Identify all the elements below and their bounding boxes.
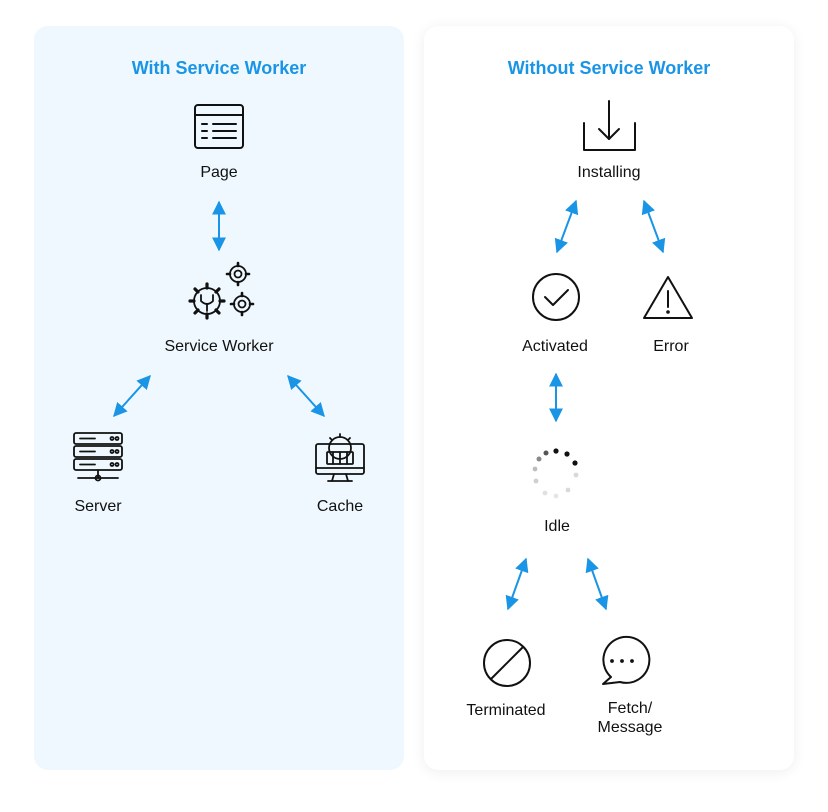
- arrow-service-worker-cache: [287, 374, 325, 418]
- arrow-installing-activated: [554, 199, 579, 254]
- arrow-idle-fetch: [585, 557, 609, 611]
- node-activated-label: Activated: [522, 338, 588, 355]
- left-panel-title: With Service Worker: [131, 58, 307, 78]
- arrow-idle-terminated: [505, 557, 529, 611]
- chat-bubble-icon: [602, 635, 651, 685]
- node-fetch-label-line1: Fetch/: [607, 700, 653, 717]
- server-icon: [73, 432, 123, 482]
- prohibited-icon: [483, 639, 531, 687]
- node-terminated-label: Terminated: [466, 702, 546, 719]
- node-idle-label: Idle: [544, 518, 570, 535]
- node-cache-label: Cache: [316, 498, 364, 515]
- gears-icon: [188, 261, 255, 320]
- spinner-icon: [532, 448, 579, 499]
- node-installing-label: Installing: [577, 164, 641, 181]
- check-circle-icon: [532, 273, 580, 321]
- left-panel: [34, 26, 404, 770]
- node-fetch-label-line2: Message: [597, 719, 663, 736]
- node-page-label: Page: [200, 164, 238, 181]
- download-icon: [583, 100, 636, 151]
- warning-icon: [643, 276, 693, 319]
- arrow-installing-error: [641, 199, 666, 254]
- node-error-label: Error: [653, 338, 689, 355]
- node-server-label: Server: [74, 498, 122, 515]
- page-icon: [194, 104, 244, 149]
- cache-icon: [315, 433, 365, 482]
- right-panel-title: Without Service Worker: [507, 58, 711, 78]
- arrow-service-worker-server: [113, 374, 151, 418]
- node-service-worker-label: Service Worker: [164, 338, 274, 355]
